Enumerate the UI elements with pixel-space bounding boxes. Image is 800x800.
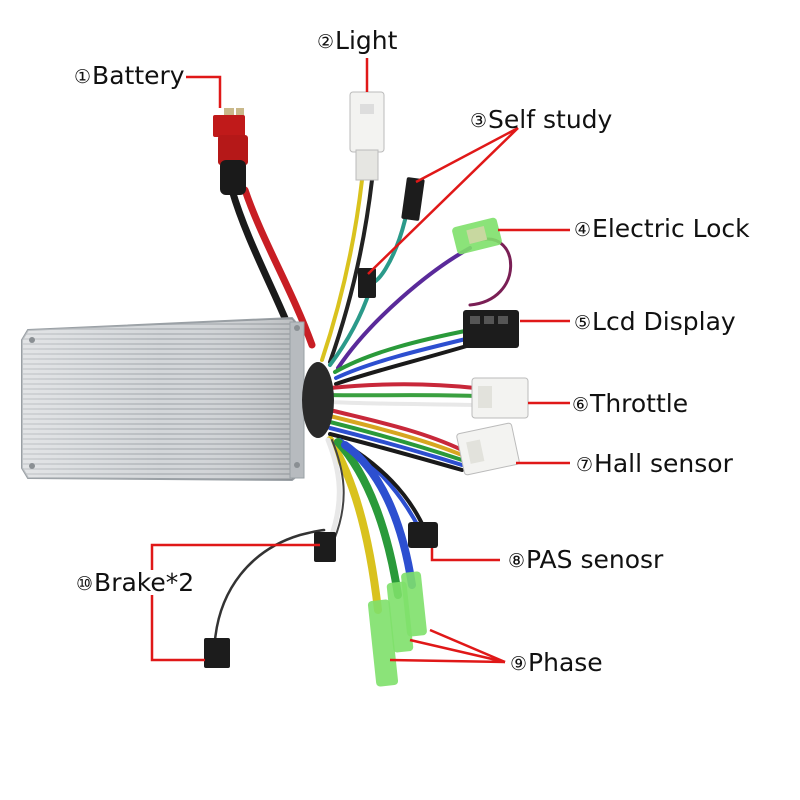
hall-wire-4 [328, 426, 464, 467]
pas-sensor-connector [408, 522, 438, 548]
label-text: Hall sensor [594, 449, 733, 478]
label-hall-sensor: ⑦Hall sensor [576, 451, 733, 476]
hall-sensor-connector [456, 422, 520, 476]
throttle-wire-green [328, 393, 477, 398]
label-phase: ⑨Phase [510, 650, 603, 675]
label-light: ②Light [317, 28, 397, 53]
hall-wire-5 [328, 432, 464, 472]
label-pas-sensor: ⑧PAS senosr [508, 547, 663, 572]
light-connector [349, 91, 385, 181]
label-text: Brake*2 [94, 568, 195, 597]
number-badge: ⑧ [508, 550, 526, 572]
throttle-wire-red [328, 382, 477, 390]
label-text: Electric Lock [592, 214, 750, 243]
battery-pointer [186, 75, 222, 108]
phase-pointer-c [429, 628, 506, 664]
pas-sensor-pointer [430, 548, 500, 562]
phase-pointer-a [389, 658, 506, 664]
brake-pointer-upper [150, 543, 320, 570]
number-badge: ⑩ [76, 573, 94, 595]
throttle-connector [471, 377, 529, 419]
hall-wire-1 [328, 408, 464, 452]
brake-wire-b [331, 439, 345, 541]
wire-bundle [213, 178, 513, 642]
label-throttle: ⑥Throttle [572, 391, 688, 416]
label-lcd-display: ⑤Lcd Display [574, 309, 736, 334]
hall-wire-2 [328, 414, 464, 457]
number-badge: ⑥ [572, 394, 590, 416]
brake-wire-c [213, 528, 326, 642]
self-study-pointer-b [367, 127, 519, 275]
phase-wire-yellow [326, 436, 382, 614]
lcd-display-connector [463, 310, 519, 348]
label-electric-lock: ④Electric Lock [574, 216, 750, 241]
label-brake: ⑩Brake*2 [76, 570, 194, 595]
electric-lock-wire-2 [336, 246, 472, 370]
display-wire-green [333, 328, 472, 374]
self-study-connector [358, 177, 425, 298]
light-wire-black [328, 178, 374, 364]
phase-wire-green [334, 438, 402, 599]
label-text: Light [335, 26, 398, 55]
label-text: Self study [488, 105, 613, 134]
label-text: Phase [528, 648, 603, 677]
brake-wire-a [325, 437, 342, 543]
label-text: Battery [92, 61, 185, 90]
label-battery: ①Battery [74, 63, 185, 88]
label-text: Throttle [590, 389, 689, 418]
number-badge: ⑨ [510, 653, 528, 675]
number-badge: ③ [470, 110, 488, 132]
brake-connectors [204, 532, 336, 668]
throttle-wire-white [328, 400, 477, 407]
phase-connectors [367, 571, 427, 687]
display-wire-black [334, 343, 472, 386]
number-badge: ④ [574, 219, 592, 241]
controller-housing [21, 316, 305, 482]
self-study-wire-b [328, 288, 372, 367]
cable-grommet [302, 362, 334, 438]
number-badge: ⑦ [576, 454, 594, 476]
display-wire-blue [334, 336, 472, 380]
number-badge: ② [317, 31, 335, 53]
number-badge: ⑤ [574, 312, 592, 334]
label-text: Lcd Display [592, 307, 736, 336]
brake-pointer-lower [150, 595, 205, 662]
electric-lock-connector [452, 217, 502, 255]
number-badge: ① [74, 66, 92, 88]
hall-wire-3 [328, 420, 464, 462]
label-text: PAS senosr [526, 545, 664, 574]
self-study-pointer-a [415, 126, 519, 184]
phase-wire-blue [341, 441, 416, 589]
label-self-study: ③Self study [470, 107, 612, 132]
annotation-lines [150, 58, 570, 664]
battery-connector [213, 108, 248, 195]
light-wire-yellow [320, 178, 364, 362]
phase-pointer-b [409, 638, 506, 664]
